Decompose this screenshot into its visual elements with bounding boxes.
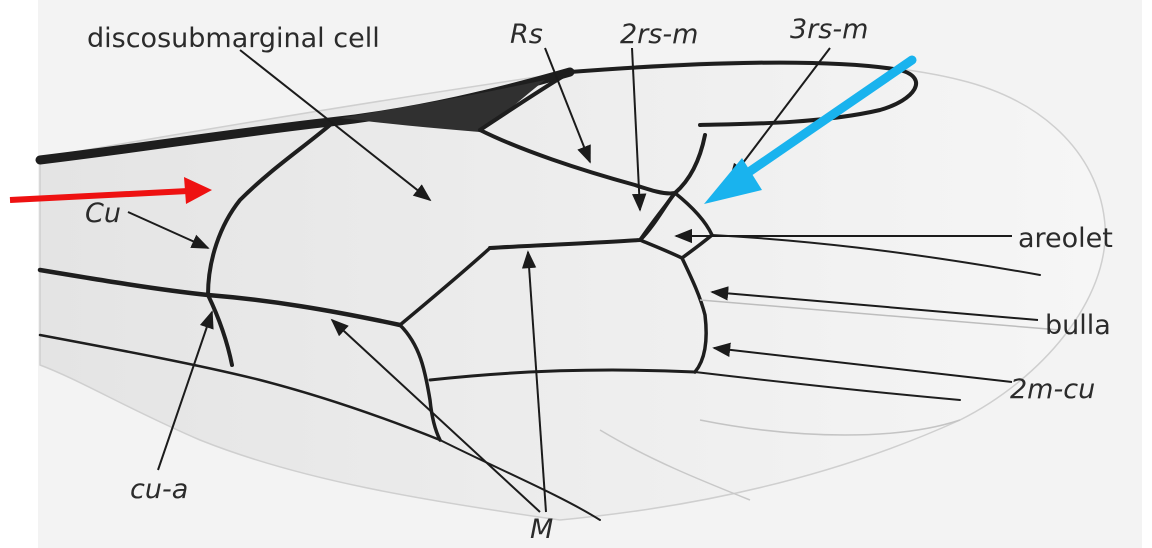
label-m: M	[530, 514, 553, 545]
label-discosubmarginal-cell: discosubmarginal cell	[87, 23, 380, 54]
label-bulla: bulla	[1045, 310, 1111, 341]
label-cu-a: cu-a	[130, 474, 188, 505]
label-2m-cu: 2m-cu	[1010, 374, 1095, 405]
label-areolet: areolet	[1018, 223, 1113, 254]
label-cu: Cu	[85, 198, 121, 229]
label-rs: Rs	[510, 19, 543, 50]
label-3rs-m: 3rs-m	[790, 14, 868, 45]
label-2rs-m: 2rs-m	[620, 19, 698, 50]
